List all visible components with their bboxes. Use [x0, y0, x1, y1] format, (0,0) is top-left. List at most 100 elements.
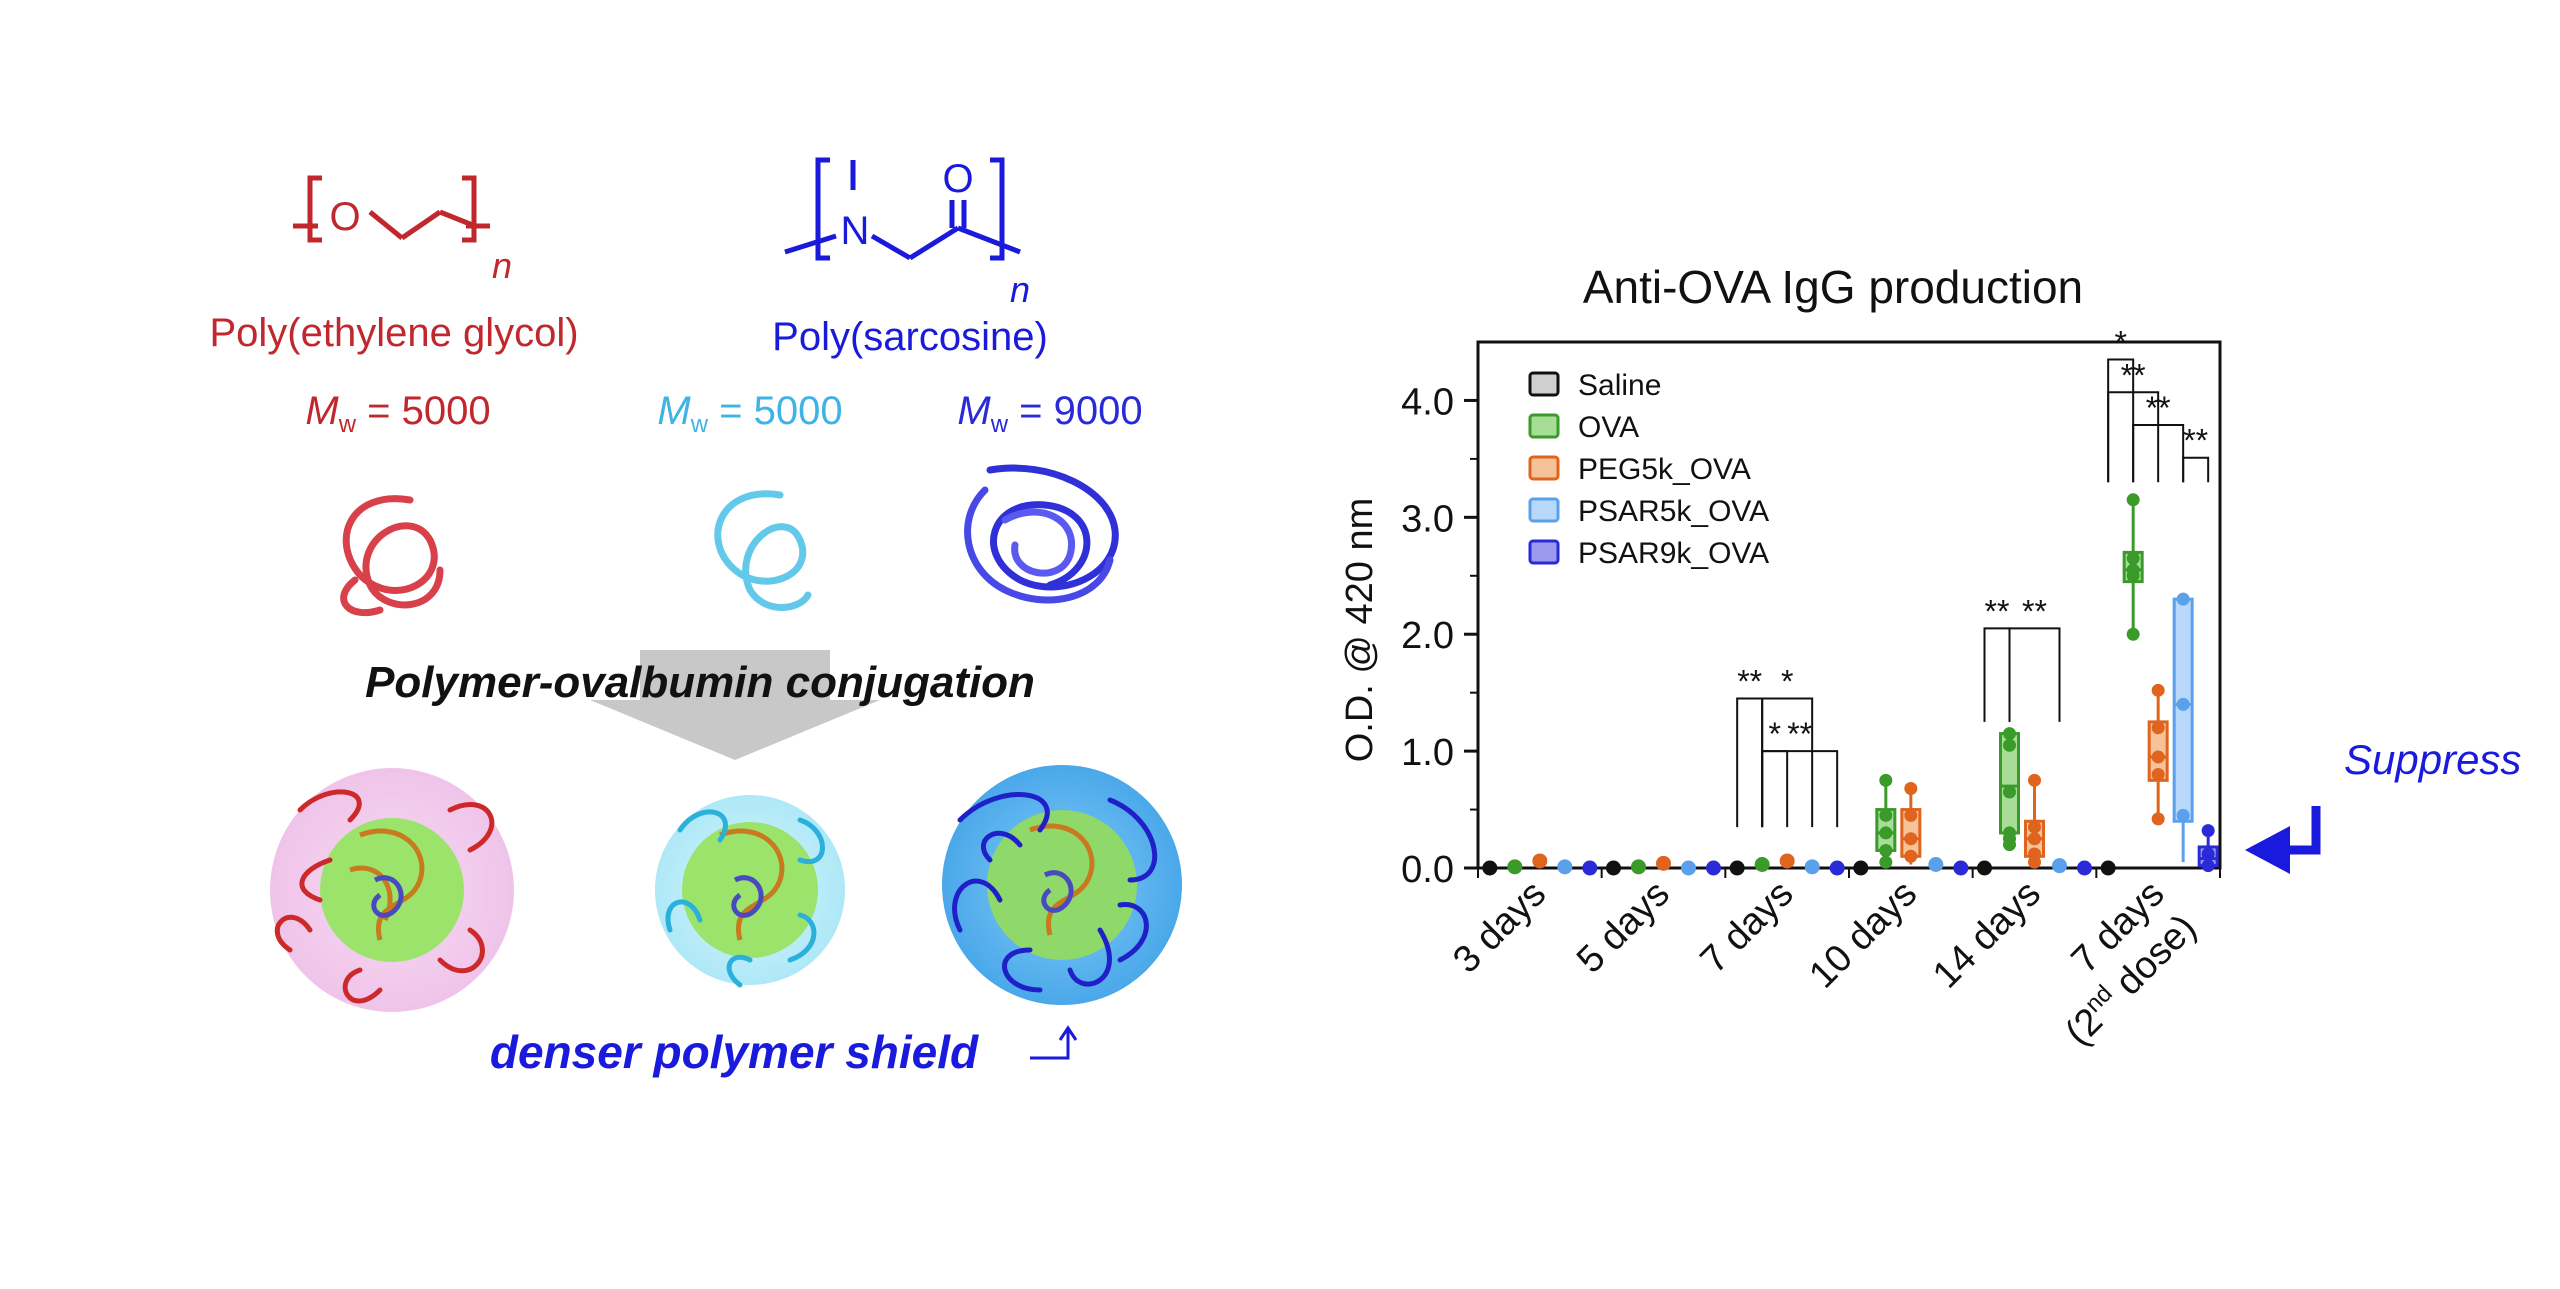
data-point	[1879, 773, 1893, 787]
x-tick-label: 14 days	[1925, 873, 2049, 997]
data-point	[2151, 750, 2165, 764]
scheme-panel: O n Poly(ethylene glycol) Mw = 5000 N O …	[209, 157, 1182, 1078]
significance-bracket	[2182, 456, 2210, 483]
psar-name: Poly(sarcosine)	[772, 315, 1048, 359]
x-tick-label: 3 days	[1445, 873, 1554, 982]
data-point	[1829, 860, 1845, 876]
igg-chart: Anti-OVA IgG production O.D. @ 420 nm 0.…	[1339, 261, 2521, 1054]
data-point	[2003, 785, 2016, 799]
data-point	[2003, 738, 2016, 752]
data-point	[1729, 860, 1745, 876]
psar-subscript: n	[1010, 269, 1030, 310]
significance-label: *	[1768, 716, 1780, 752]
significance-bracket	[2107, 391, 2160, 483]
data-point	[2176, 697, 2190, 711]
x-tick-label: 10 days	[1801, 873, 1925, 997]
significance-label: **	[2183, 423, 2208, 459]
data-point	[1904, 782, 1918, 796]
psar5k-conjugate	[655, 795, 845, 988]
legend-label: PSAR9k_OVA	[1578, 537, 1769, 570]
legend-swatch	[1528, 413, 1560, 439]
significance-label: *	[1781, 664, 1793, 700]
significance-label: *	[2114, 325, 2126, 361]
y-tick-label: 2.0	[1401, 615, 1454, 657]
significance-bracket	[2008, 627, 2061, 722]
data-point	[2126, 627, 2140, 641]
significance-bracket	[1736, 697, 1764, 828]
peg-mw-value: = 5000	[356, 389, 491, 433]
psar-atom-o: O	[942, 157, 973, 201]
y-tick-label: 1.0	[1401, 732, 1454, 774]
psar5k-mw-m: M	[657, 389, 691, 433]
data-point	[2077, 860, 2092, 876]
data-point	[1853, 860, 1869, 876]
data-point	[2028, 820, 2041, 834]
legend-label: PEG5k_OVA	[1578, 453, 1751, 486]
peg-mw-w: w	[338, 411, 357, 438]
data-point	[2126, 551, 2140, 565]
data-point	[1879, 826, 1893, 840]
peg-mw: Mw = 5000	[305, 389, 490, 438]
psar9k-mw-m: M	[957, 389, 991, 433]
significance-bracket	[1761, 750, 1839, 828]
psar9k-conjugate	[942, 765, 1182, 1005]
significance-label: **	[2022, 593, 2047, 629]
data-point	[2028, 832, 2041, 846]
data-point	[1532, 853, 1548, 869]
data-point	[2052, 858, 2067, 874]
data-point	[2100, 860, 2116, 876]
peg-atom-o: O	[329, 195, 360, 239]
peg-conjugate	[270, 768, 514, 1012]
data-point	[1779, 853, 1795, 869]
significance-label: **	[1787, 716, 1812, 752]
significance-bracket	[1983, 627, 2011, 722]
psar9k-coil-icon	[964, 464, 1119, 604]
shield-arrow-icon	[1030, 1025, 1078, 1060]
data-point	[2151, 721, 2165, 735]
data-point	[1631, 859, 1646, 875]
psar5k-mw-w: w	[690, 411, 709, 438]
data-point	[2201, 847, 2215, 861]
conjugation-arrow	[590, 650, 880, 760]
y-tick-label: 0.0	[1401, 849, 1454, 891]
legend-swatch	[1528, 539, 1560, 565]
data-point	[2151, 683, 2165, 697]
significance-bracket	[1761, 750, 1789, 828]
data-point	[2028, 773, 2041, 787]
data-point	[2003, 838, 2016, 852]
data-point	[2126, 493, 2140, 507]
psar5k-coil-icon	[714, 490, 812, 611]
data-point	[1507, 859, 1523, 875]
suppress-annotation: Suppress	[2344, 736, 2521, 783]
data-point	[1904, 832, 1918, 846]
y-axis-ticks: 0.0 1.0 2.0 3.0 4.0	[1401, 381, 2221, 891]
peg-coil-icon	[340, 495, 444, 617]
data-point	[1879, 808, 1893, 822]
peg-name: Poly(ethylene glycol)	[209, 311, 578, 355]
legend-label: Saline	[1578, 369, 1661, 402]
data-point	[1656, 855, 1671, 871]
y-tick-label: 3.0	[1401, 498, 1454, 540]
data-point	[1582, 860, 1598, 876]
peg-structure	[293, 175, 490, 243]
data-point	[1482, 860, 1498, 876]
y-tick-label: 4.0	[1401, 381, 1454, 423]
data-point	[2126, 569, 2140, 583]
data-point	[2201, 824, 2215, 838]
data-point	[1977, 860, 1992, 876]
data-point	[1879, 843, 1893, 857]
data-point	[2151, 812, 2165, 826]
psar5k-mw-value: = 5000	[708, 389, 843, 433]
y-axis-label: O.D. @ 420 nm	[1339, 498, 1381, 763]
data-point	[2151, 767, 2165, 781]
data-point	[2176, 592, 2190, 606]
significance-label: **	[1985, 593, 2010, 629]
legend-swatch	[1528, 371, 1560, 397]
x-tick-label: 5 days	[1569, 873, 1678, 982]
psar-atom-n: N	[841, 209, 870, 253]
x-tick-label: 7 days	[1693, 873, 1802, 982]
shield-label: denser polymer shield	[490, 1026, 979, 1078]
significance-label: **	[2146, 390, 2171, 426]
data-point	[1754, 856, 1770, 872]
